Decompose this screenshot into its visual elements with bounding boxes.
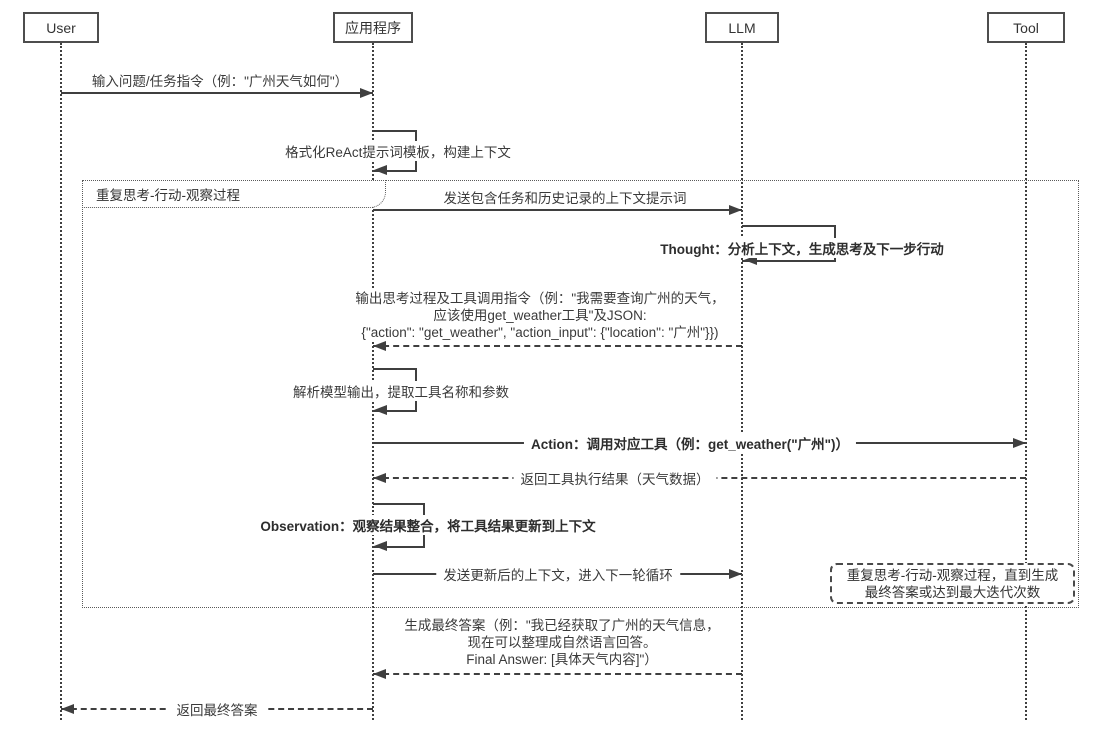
- actor-label-llm: LLM: [728, 19, 756, 36]
- msg-llm-output-line1: 输出思考过程及工具调用指令（例："我需要查询广州的天气，: [355, 291, 725, 306]
- msg-llm-output-label: 输出思考过程及工具调用指令（例："我需要查询广州的天气， 应该使用get_wea…: [351, 290, 729, 341]
- msg-final-answer-line2: 现在可以整理成自然语言回答。: [467, 635, 657, 650]
- actor-box-llm: LLM: [705, 12, 779, 43]
- msg-send-updated-label: 发送更新后的上下文，进入下一轮循环: [436, 564, 680, 584]
- arrowhead-left-icon: [744, 255, 757, 265]
- actor-label-tool: Tool: [1013, 19, 1039, 36]
- selfmsg-thought-label: Thought：分析上下文，生成思考及下一步行动: [655, 238, 949, 258]
- loop-fragment-frame: [82, 180, 1079, 608]
- actor-box-app: 应用程序: [333, 12, 413, 43]
- msg-final-answer-line3: Final Answer: [具体天气内容]"）: [466, 652, 658, 667]
- msg-final-answer-line1: 生成最终答案（例："我已经获取了广州的天气信息，: [404, 618, 720, 633]
- arrowhead-right-icon: [729, 205, 742, 215]
- note-text: 重复思考-行动-观察过程，直到生成最终答案或达到最大迭代次数: [846, 567, 1059, 600]
- msg-final-answer-arrow: [373, 673, 742, 675]
- arrowhead-left-icon: [373, 341, 386, 351]
- arrowhead-left-icon: [374, 165, 387, 175]
- msg-final-answer-label: 生成最终答案（例："我已经获取了广州的天气信息， 现在可以整理成自然语言回答。 …: [400, 617, 724, 668]
- loop-label-text: 重复思考-行动-观察过程: [96, 188, 240, 203]
- msg-user-input-label: 输入问题/任务指令（例："广州天气如何"）: [91, 74, 349, 89]
- arrowhead-left-icon: [374, 405, 387, 415]
- msg-tool-result-label: 返回工具执行结果（天气数据）: [513, 468, 717, 488]
- arrowhead-left-icon: [374, 541, 387, 551]
- selfmsg-parse-output-label: 解析模型输出，提取工具名称和参数: [288, 381, 514, 401]
- msg-send-context-arrow: [373, 209, 742, 211]
- note-box: 重复思考-行动-观察过程，直到生成最终答案或达到最大迭代次数: [830, 563, 1075, 604]
- msg-return-final-label: 返回最终答案: [169, 699, 265, 719]
- selfmsg-format-prompt-label: 格式化ReAct提示词模板，构建上下文: [280, 141, 516, 161]
- arrowhead-right-icon: [1013, 438, 1026, 448]
- lifeline-user: [60, 43, 62, 720]
- actor-box-tool: Tool: [987, 12, 1065, 43]
- lifeline-llm: [741, 43, 743, 720]
- msg-llm-output-arrow: [373, 345, 742, 347]
- msg-llm-output-line2: 应该使用get_weather工具"及JSON:: [433, 308, 647, 323]
- msg-user-input-arrow: [61, 92, 373, 94]
- loop-fragment-label: 重复思考-行动-观察过程: [82, 180, 386, 208]
- msg-action-label: Action：调用对应工具（例：get_weather("广州")）: [523, 433, 857, 453]
- lifeline-tool: [1025, 43, 1027, 720]
- arrowhead-left-icon: [373, 669, 386, 679]
- arrowhead-left-icon: [373, 473, 386, 483]
- arrowhead-left-icon: [61, 704, 74, 714]
- msg-send-context-label: 发送包含任务和历史记录的上下文提示词: [443, 191, 687, 206]
- selfmsg-observation-label: Observation：观察结果整合，将工具结果更新到上下文: [255, 515, 601, 535]
- actor-box-user: User: [23, 12, 99, 43]
- arrowhead-right-icon: [360, 88, 373, 98]
- arrowhead-right-icon: [729, 569, 742, 579]
- actor-label-app: 应用程序: [345, 19, 401, 36]
- msg-llm-output-line3: {"action": "get_weather", "action_input"…: [361, 325, 719, 340]
- actor-label-user: User: [46, 19, 76, 36]
